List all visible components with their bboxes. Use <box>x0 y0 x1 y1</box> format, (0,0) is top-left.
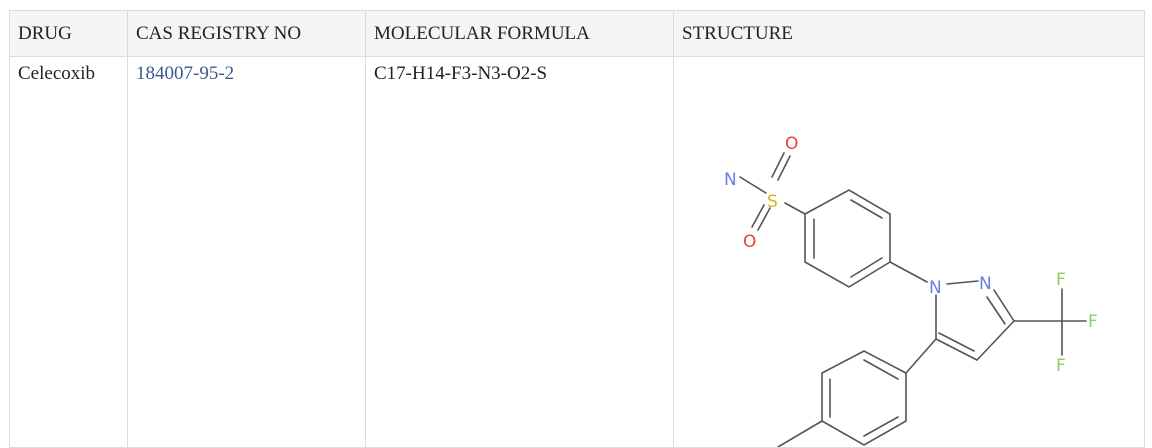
header-molecular-formula: MOLECULAR FORMULA <box>365 10 674 57</box>
header-row: DRUG CAS REGISTRY NO MOLECULAR FORMULA S… <box>9 10 1145 57</box>
upper-ring-inner-2 <box>850 257 883 278</box>
bond-s-o-bottom-a <box>751 204 765 228</box>
atom-label: N <box>979 274 992 294</box>
cas-cell: 184007-95-2 <box>127 56 366 448</box>
drug-table: DRUG CAS REGISTRY NO MOLECULAR FORMULA S… <box>9 10 1145 448</box>
drug-name: Celecoxib <box>9 56 128 448</box>
molecular-formula: C17-H14-F3-N3-O2-S <box>365 56 674 448</box>
header-drug: DRUG <box>9 10 128 57</box>
bond-s-o-bottom-b <box>757 207 771 231</box>
upper-benzene-ring <box>804 189 891 288</box>
bond-n-s <box>739 176 767 194</box>
bond-ring-n1 <box>889 261 928 283</box>
lower-ring-inner-1 <box>863 359 899 380</box>
bond-c4-c5-b <box>938 332 975 352</box>
header-cas-registry-no: CAS REGISTRY NO <box>127 10 366 57</box>
atom-label: N <box>929 278 942 298</box>
structure-cell: N S O O N N F F F <box>673 56 1145 448</box>
atom-label: O <box>743 232 756 252</box>
upper-ring-inner-1 <box>850 199 883 219</box>
bond-n1-n2 <box>946 280 979 285</box>
table-header: DRUG CAS REGISTRY NO MOLECULAR FORMULA S… <box>9 10 1145 57</box>
bond-n2-c3-b <box>986 296 1006 325</box>
bond-c4-c5-a <box>935 338 978 361</box>
atom-label: F <box>1056 270 1066 290</box>
atom-label: F <box>1056 356 1066 376</box>
bond-s-o-top-b <box>777 155 791 181</box>
atom-label: N <box>724 170 737 190</box>
table-row: Celecoxib 184007-95-2 C17-H14-F3-N3-O2-S <box>9 56 1145 448</box>
cas-registry-link[interactable]: 184007-95-2 <box>136 63 235 84</box>
bond-n2-c3-a <box>993 289 1015 322</box>
lower-benzene-ring <box>821 350 907 446</box>
bond-s-o-top-a <box>771 152 785 178</box>
chemical-structure-image: N S O O N N F F F <box>724 134 1098 447</box>
atom-label: F <box>1088 312 1098 332</box>
lower-ring-inner-2 <box>863 416 899 437</box>
atom-label: O <box>785 134 798 154</box>
bond-s-ring <box>784 202 806 215</box>
bond-methyl <box>777 420 823 447</box>
atom-label: S <box>767 192 778 212</box>
header-structure: STRUCTURE <box>673 10 1145 57</box>
bond-c5-lower-ring <box>905 338 937 374</box>
bond-c3-c4 <box>976 320 1015 361</box>
